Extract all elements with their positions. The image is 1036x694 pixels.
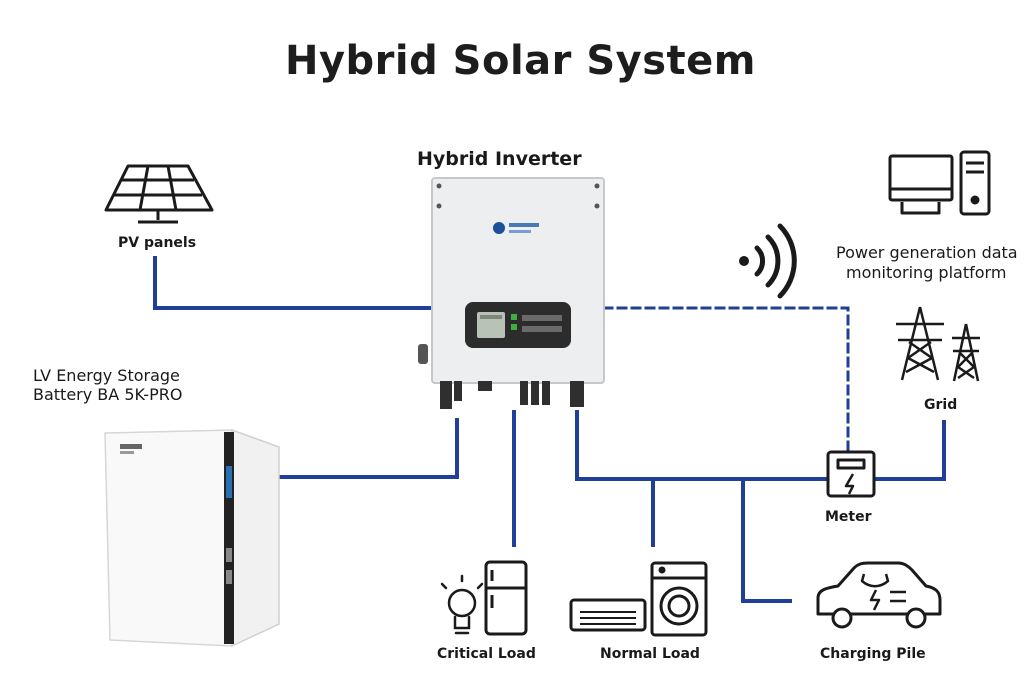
normal-load-label: Normal Load — [600, 646, 700, 662]
meter-label: Meter — [825, 509, 872, 525]
wifi-signal-icon — [739, 223, 797, 299]
power-tower-icon — [896, 306, 980, 382]
wire-bus-to-charging-pile — [741, 477, 792, 603]
monitoring-label-line1: Power generation data — [836, 243, 1018, 262]
computer-icon — [888, 150, 991, 216]
grid-label: Grid — [924, 397, 958, 413]
fridge-icon — [484, 560, 528, 636]
wire-inverter-to-bus — [575, 410, 830, 481]
page-title: Hybrid Solar System — [285, 38, 756, 84]
monitoring-label-line2: monitoring platform — [846, 263, 1007, 282]
wire-battery-to-inverter — [277, 418, 459, 479]
bulb-icon — [440, 574, 484, 635]
hybrid-inverter-unit — [418, 177, 605, 409]
washing-machine-icon — [650, 561, 708, 637]
air-conditioner-icon — [569, 598, 647, 632]
pv-panels-label: PV panels — [118, 235, 197, 251]
wire-data-link — [602, 306, 850, 454]
wires — [153, 256, 946, 603]
wire-pv-to-inverter — [153, 256, 436, 310]
electric-car-icon — [816, 561, 942, 629]
battery-label-line2: Battery BA 5K-PRO — [33, 385, 183, 404]
critical-load-label: Critical Load — [437, 646, 536, 662]
battery-unit — [104, 428, 280, 648]
battery-label-line1: LV Energy Storage — [33, 366, 180, 385]
wire-meter-to-grid — [872, 420, 946, 481]
meter-icon — [826, 450, 876, 498]
inverter-logo-icon — [493, 222, 539, 234]
charging-pile-label: Charging Pile — [820, 646, 926, 662]
solar-panel-icon — [104, 164, 214, 224]
inverter-label: Hybrid Inverter — [417, 148, 582, 170]
